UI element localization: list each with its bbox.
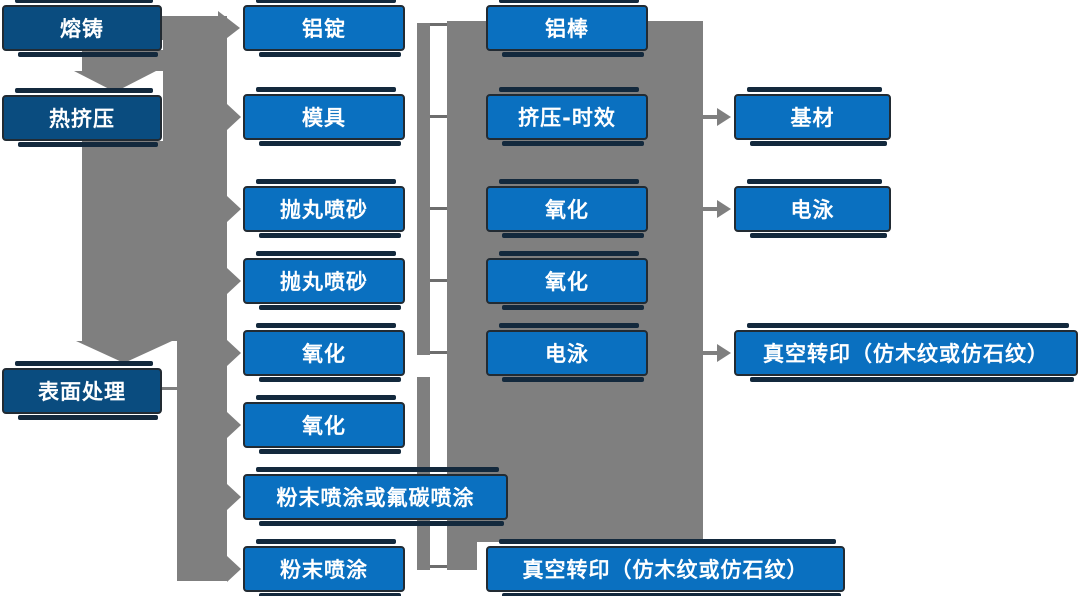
node-vacuum-transfer-print-b: 真空转印（仿木纹或仿石纹） [734, 323, 1078, 382]
arrowhead-to-aluminum-ingot [218, 11, 240, 45]
down-arrow-to-surface-treatment [76, 341, 172, 363]
node-oxidation-b: 氧化 [243, 395, 405, 454]
node-electrophoresis-a: 电泳 [486, 323, 648, 382]
tie-row-aluminum-rod [430, 23, 447, 26]
node-aluminum-ingot: 铝锭 [243, 0, 405, 57]
tie-row-electrophoresis [430, 351, 447, 354]
arm-to-aluminum-ingot [162, 16, 219, 40]
node-melting-casting: 熔铸 [2, 0, 162, 57]
node-shot-blast-sandblast-1: 抛丸喷砂 [243, 179, 405, 238]
node-powder-coating: 粉末喷涂 [243, 539, 405, 596]
arrowhead-to-powder-coating [227, 556, 241, 582]
arrowhead-to-shot-blast-2 [227, 268, 241, 294]
down-arrow-to-hot-extrusion [74, 71, 156, 92]
tie-row-vacuum-transfer [430, 565, 447, 568]
node-mold: 模具 [243, 87, 405, 146]
arrowhead-to-electrophoresis [717, 200, 731, 218]
bus-line-upper [417, 23, 430, 355]
arrowhead-to-oxidation-b [227, 412, 241, 438]
right-arrows [701, 108, 731, 362]
trunk-bottom [177, 341, 227, 581]
arrowhead-to-oxidation-a [227, 340, 241, 366]
band-extrusion-to-surface [82, 141, 227, 341]
node-electrophoresis-b: 电泳 [734, 179, 891, 238]
tie-row-oxidation-c [430, 207, 447, 210]
stem-to-base-material [701, 115, 717, 119]
node-aluminum-rod: 铝棒 [486, 0, 648, 57]
tie-row-extrusion-aging [430, 115, 447, 118]
node-vacuum-transfer-print-a: 真空转印（仿木纹或仿石纹） [486, 539, 845, 596]
node-oxidation-a: 氧化 [243, 323, 405, 382]
center-block-foot [447, 542, 477, 570]
arrowhead-to-shot-blast-1 [227, 196, 241, 222]
arrowhead-to-vacuum-transfer [717, 344, 731, 362]
arrowhead-to-mold [227, 104, 241, 130]
tie-row-oxidation-d [430, 279, 447, 282]
stem-to-vacuum-transfer [701, 351, 717, 355]
left-flow-connectors [74, 11, 241, 582]
arrowhead-to-base-material [717, 108, 731, 126]
node-surface-treatment: 表面处理 [2, 361, 162, 420]
node-hot-extrusion: 热挤压 [2, 88, 162, 147]
stem-to-electrophoresis [701, 207, 717, 211]
node-extrusion-aging: 挤压-时效 [486, 87, 648, 146]
node-powder-or-fluorocarbon-coating: 粉末喷涂或氟碳喷涂 [243, 467, 508, 526]
node-oxidation-d: 氧化 [486, 251, 648, 310]
node-base-material: 基材 [734, 87, 891, 146]
arm-from-surface-treatment [162, 387, 178, 390]
node-shot-blast-sandblast-2: 抛丸喷砂 [243, 251, 405, 310]
node-oxidation-c: 氧化 [486, 179, 648, 238]
arrowhead-to-powder-fluorocarbon [227, 484, 241, 510]
